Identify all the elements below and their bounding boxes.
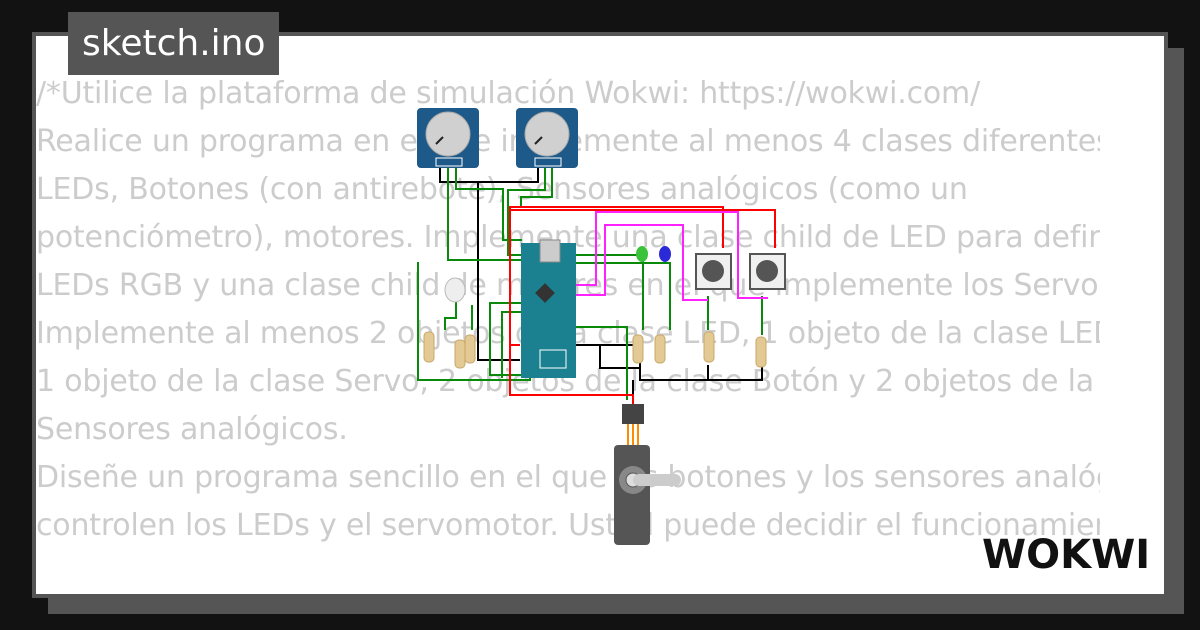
code-line: Diseñe un programa sencillo en el que lo… xyxy=(36,460,1100,495)
code-line: controlen los LEDs y el servomotor. Uste… xyxy=(36,508,1100,543)
potentiometer-1 xyxy=(417,108,479,168)
potentiometer-2 xyxy=(516,108,578,168)
arduino-nano xyxy=(521,239,576,378)
code-preview: /*Utilice la plataforma de simulación Wo… xyxy=(36,70,1100,550)
file-title: sketch.ino xyxy=(68,12,280,75)
servo-motor xyxy=(614,404,681,545)
svg-text:WOKWI: WOKWI xyxy=(982,532,1150,578)
code-line: Sensores analógicos. xyxy=(36,412,348,447)
code-card xyxy=(32,32,1168,598)
wokwi-logo: WOKWI xyxy=(982,532,1150,578)
code-line: /*Utilice la plataforma de simulación Wo… xyxy=(36,76,980,111)
pushbutton-1 xyxy=(695,253,732,290)
pushbutton-2 xyxy=(749,253,786,290)
